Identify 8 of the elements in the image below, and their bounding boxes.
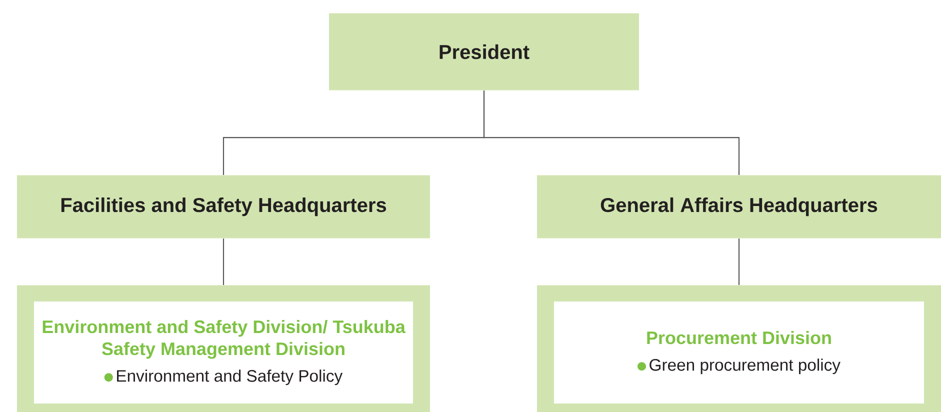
division-box: Environment and Safety Division/ Tsukuba Safety Management Division Environment and Safety Policy bbox=[17, 285, 430, 412]
division-box: Procurement Division Green procurement policy bbox=[537, 285, 941, 412]
connector-line bbox=[483, 90, 740, 175]
org-box: Facilities and Safety Headquarters bbox=[17, 175, 430, 238]
org-box: General Affairs Headquarters bbox=[537, 175, 941, 238]
connector-line bbox=[222, 238, 224, 285]
connector-line bbox=[738, 238, 740, 285]
org-box: President bbox=[329, 13, 639, 90]
